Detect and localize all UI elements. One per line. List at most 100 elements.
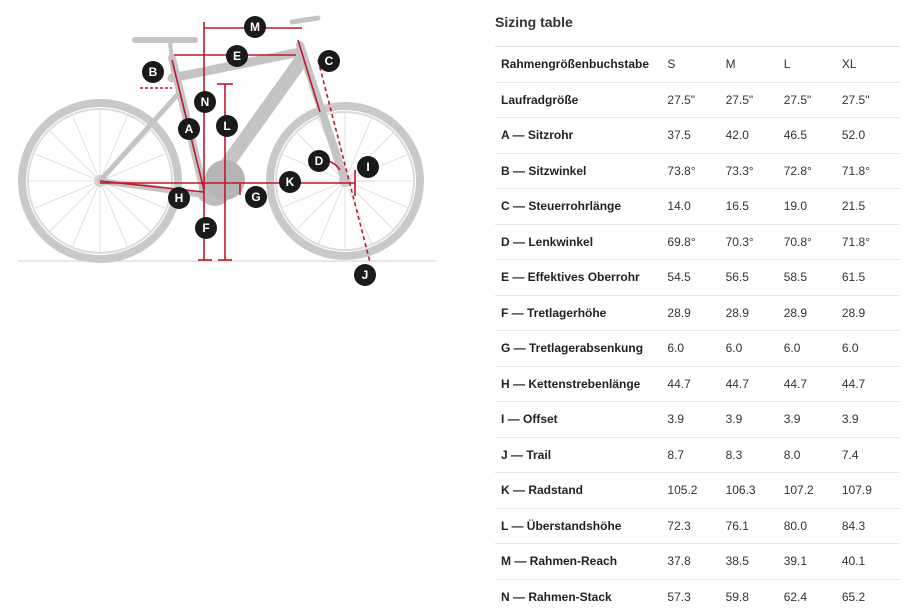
row-value: 72.8°	[784, 153, 842, 189]
row-value: 44.7	[842, 366, 900, 402]
marker-i: I	[357, 156, 379, 178]
row-value: 106.3	[726, 473, 784, 509]
svg-text:D: D	[315, 154, 324, 168]
marker-h: H	[168, 187, 190, 209]
svg-text:H: H	[175, 191, 184, 205]
row-value: 28.9	[726, 295, 784, 331]
row-value: 8.0	[784, 437, 842, 473]
svg-text:K: K	[286, 175, 295, 189]
row-value: 59.8	[726, 579, 784, 614]
row-value: 72.3	[667, 508, 725, 544]
row-value: 7.4	[842, 437, 900, 473]
row-value: 27.5"	[842, 82, 900, 118]
table-header-row: Rahmengrößenbuchstabe S M L XL	[495, 47, 900, 83]
svg-text:F: F	[202, 221, 209, 235]
marker-e: E	[226, 45, 248, 67]
row-value: 8.7	[667, 437, 725, 473]
row-value: 6.0	[667, 331, 725, 367]
marker-c: C	[318, 50, 340, 72]
marker-d: D	[308, 150, 330, 172]
row-value: 3.9	[667, 402, 725, 438]
row-value: 37.8	[667, 544, 725, 580]
row-value: 58.5	[784, 260, 842, 296]
row-value: 76.1	[726, 508, 784, 544]
row-value: 56.5	[726, 260, 784, 296]
svg-text:E: E	[233, 49, 241, 63]
marker-n: N	[194, 91, 216, 113]
row-label: C — Steuerrohrlänge	[495, 189, 667, 225]
row-label: D — Lenkwinkel	[495, 224, 667, 260]
row-value: 19.0	[784, 189, 842, 225]
row-value: 37.5	[667, 118, 725, 154]
row-value: 3.9	[842, 402, 900, 438]
svg-text:I: I	[366, 160, 369, 174]
row-value: 8.3	[726, 437, 784, 473]
size-header-m: M	[726, 47, 784, 83]
row-label: F — Tretlagerhöhe	[495, 295, 667, 331]
row-value: 62.4	[784, 579, 842, 614]
row-value: 38.5	[726, 544, 784, 580]
marker-g: G	[245, 186, 267, 208]
row-label: E — Effektives Oberrohr	[495, 260, 667, 296]
row-label: I — Offset	[495, 402, 667, 438]
sizing-table-body: Rahmengrößenbuchstabe S M L XL Laufradgr…	[495, 47, 900, 614]
size-header-l: L	[784, 47, 842, 83]
row-label: L — Überstandshöhe	[495, 508, 667, 544]
size-header-label: Rahmengrößenbuchstabe	[495, 47, 667, 83]
row-value: 28.9	[842, 295, 900, 331]
row-value: 52.0	[842, 118, 900, 154]
row-value: 40.1	[842, 544, 900, 580]
marker-a: A	[178, 118, 200, 140]
row-value: 16.5	[726, 189, 784, 225]
row-value: 3.9	[726, 402, 784, 438]
row-value: 84.3	[842, 508, 900, 544]
svg-text:N: N	[201, 95, 210, 109]
row-value: 27.5"	[726, 82, 784, 118]
row-value: 70.8°	[784, 224, 842, 260]
row-value: 21.5	[842, 189, 900, 225]
svg-text:A: A	[185, 122, 194, 136]
row-value: 69.8°	[667, 224, 725, 260]
marker-j: J	[354, 264, 376, 286]
row-value: 6.0	[726, 331, 784, 367]
size-header-xl: XL	[842, 47, 900, 83]
row-label: G — Tretlagerabsenkung	[495, 331, 667, 367]
row-value: 105.2	[667, 473, 725, 509]
row-value: 39.1	[784, 544, 842, 580]
svg-text:L: L	[223, 119, 230, 133]
row-value: 73.8°	[667, 153, 725, 189]
marker-f: F	[195, 217, 217, 239]
svg-text:M: M	[250, 20, 260, 34]
row-value: 44.7	[667, 366, 725, 402]
row-label: N — Rahmen-Stack	[495, 579, 667, 614]
sizing-table-title: Sizing table	[495, 14, 573, 30]
row-value: 107.2	[784, 473, 842, 509]
row-value: 73.3°	[726, 153, 784, 189]
row-value: 28.9	[784, 295, 842, 331]
row-value: 71.8°	[842, 153, 900, 189]
marker-k: K	[279, 171, 301, 193]
row-value: 70.3°	[726, 224, 784, 260]
row-value: 44.7	[784, 366, 842, 402]
row-label: B — Sitzwinkel	[495, 153, 667, 189]
row-label: Laufradgröße	[495, 82, 667, 118]
row-label: H — Kettenstrebenlänge	[495, 366, 667, 402]
row-label: J — Trail	[495, 437, 667, 473]
svg-text:C: C	[325, 54, 334, 68]
row-value: 107.9	[842, 473, 900, 509]
row-value: 54.5	[667, 260, 725, 296]
row-label: K — Radstand	[495, 473, 667, 509]
size-header-s: S	[667, 47, 725, 83]
row-value: 61.5	[842, 260, 900, 296]
